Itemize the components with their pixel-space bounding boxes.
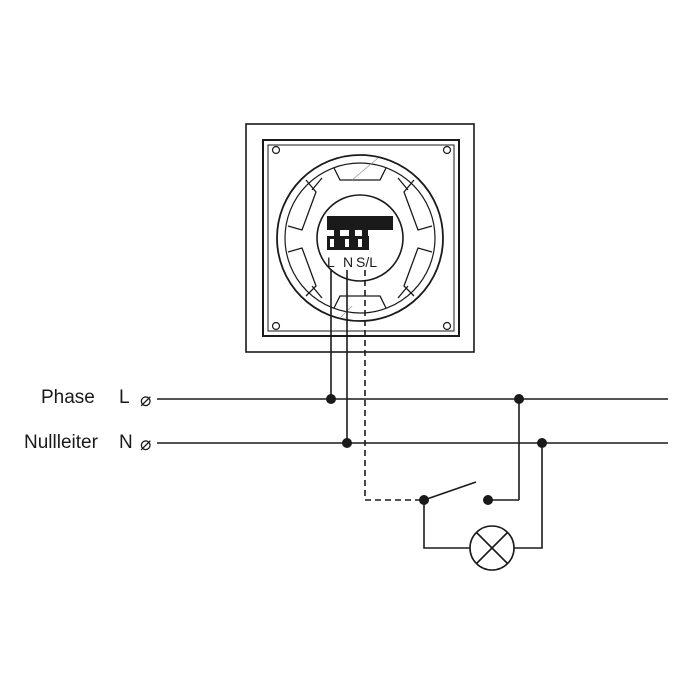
lamp-feed-left	[423, 500, 470, 549]
lamp-feed-right	[514, 443, 543, 549]
switch-circuit	[423, 399, 543, 549]
neutral-terminal-symbol: ⌀	[140, 434, 151, 455]
phase-terminal-symbol: ⌀	[140, 390, 151, 411]
junctions	[326, 394, 547, 505]
switch-blade	[423, 481, 477, 501]
sensor-middle-ring	[284, 162, 436, 314]
device-inner-frame	[262, 139, 460, 337]
screw-icon	[271, 321, 281, 331]
device-wires	[330, 270, 424, 501]
switch-contact-dot	[419, 495, 429, 505]
junction-dot	[514, 394, 524, 404]
device-inner-frame-2	[267, 144, 455, 332]
terminal-label-sl: S/L	[356, 254, 377, 270]
sensor-core-ring	[316, 194, 404, 282]
terminal-label-l: L	[327, 254, 335, 270]
wire-switched-dashed	[364, 270, 424, 501]
neutral-conductor: N	[119, 432, 133, 453]
supply-lines	[157, 398, 668, 444]
sensor-outer-ring	[276, 154, 444, 322]
junction-dot	[342, 438, 352, 448]
phase-name: Phase	[41, 387, 95, 408]
device-outer-frame	[245, 123, 475, 353]
junction-dot	[537, 438, 547, 448]
screw-icon	[442, 321, 452, 331]
junction-dot	[326, 394, 336, 404]
screw-icon	[271, 145, 281, 155]
glass-reflection	[339, 157, 379, 319]
neutral-name: Nullleiter	[24, 432, 99, 453]
terminal-block	[327, 216, 393, 250]
phase-conductor: L	[119, 387, 130, 408]
lamp-icon	[469, 525, 515, 571]
switch-contact-dot	[483, 495, 493, 505]
device	[245, 123, 475, 353]
screw-icon	[442, 145, 452, 155]
terminal-label-n: N	[343, 254, 353, 270]
sensor-segments	[287, 167, 433, 309]
